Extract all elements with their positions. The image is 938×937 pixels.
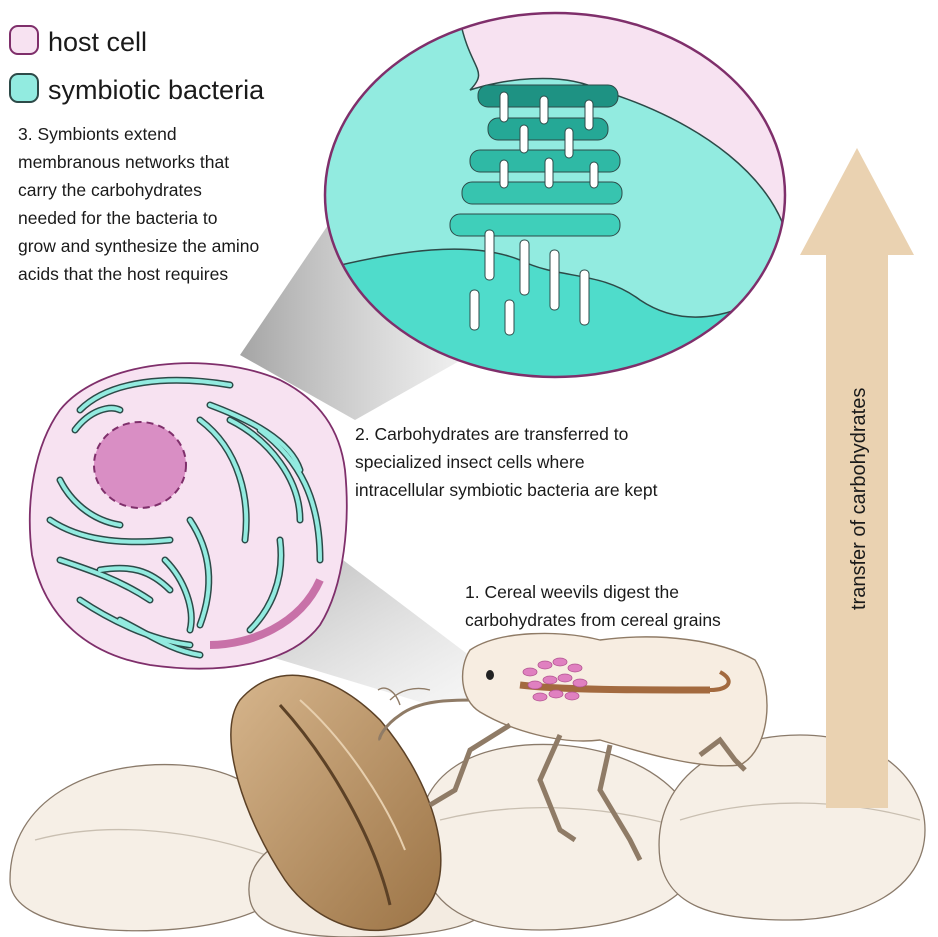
caption-step3-line: grow and synthesize the amino bbox=[18, 236, 259, 256]
arrow-label: transfer of carbohydrates bbox=[848, 388, 870, 610]
intracellular-bacteria-fill bbox=[48, 378, 322, 657]
nucleus bbox=[93, 421, 187, 509]
legend-item-symbiotic-bacteria: symbiotic bacteria bbox=[9, 73, 265, 105]
weevil bbox=[377, 632, 768, 862]
transfer-arrow: transfer of carbohydrates bbox=[800, 148, 914, 808]
legend-swatch-symbiotic-bacteria bbox=[9, 73, 39, 103]
legend-label-host-cell: host cell bbox=[48, 27, 147, 57]
caption-step3-line: membranous networks that bbox=[18, 152, 229, 172]
zoom-bubble bbox=[323, 11, 787, 379]
caption-step2-line: intracellular symbiotic bacteria are kep… bbox=[355, 480, 658, 500]
caption-step2-line: specialized insect cells where bbox=[355, 452, 585, 472]
legend-item-host-cell: host cell bbox=[9, 25, 147, 57]
network-holes bbox=[469, 91, 599, 336]
caption-step1-line: carbohydrates from cereal grains bbox=[465, 610, 721, 630]
membranous-network bbox=[449, 84, 623, 237]
caption-step3-line: acids that the host requires bbox=[18, 264, 228, 284]
legend: host cell symbiotic bacteria bbox=[9, 25, 265, 105]
zoom-cone-upper bbox=[240, 200, 470, 420]
caption-step3-line: carry the carbohydrates bbox=[18, 180, 202, 200]
caption-step3-line: needed for the bacteria to bbox=[18, 208, 217, 228]
caption-step3-line: 3. Symbionts extend bbox=[18, 124, 177, 144]
host-cell bbox=[28, 362, 348, 670]
bacteriome bbox=[522, 657, 588, 702]
legend-swatch-host-cell bbox=[9, 25, 39, 55]
legend-label-symbiotic-bacteria: symbiotic bacteria bbox=[48, 75, 265, 105]
caption-step3: 3. Symbionts extend membranous networks … bbox=[18, 124, 259, 284]
caption-step1-line: 1. Cereal weevils digest the bbox=[465, 582, 679, 602]
cereal-grains bbox=[9, 734, 926, 937]
cell-rim-accent bbox=[209, 578, 324, 649]
caption-step1: 1. Cereal weevils digest the carbohydrat… bbox=[465, 582, 721, 630]
caption-step2: 2. Carbohydrates are transferred to spec… bbox=[355, 424, 658, 500]
caption-step2-line: 2. Carbohydrates are transferred to bbox=[355, 424, 628, 444]
brown-seed bbox=[230, 674, 442, 932]
